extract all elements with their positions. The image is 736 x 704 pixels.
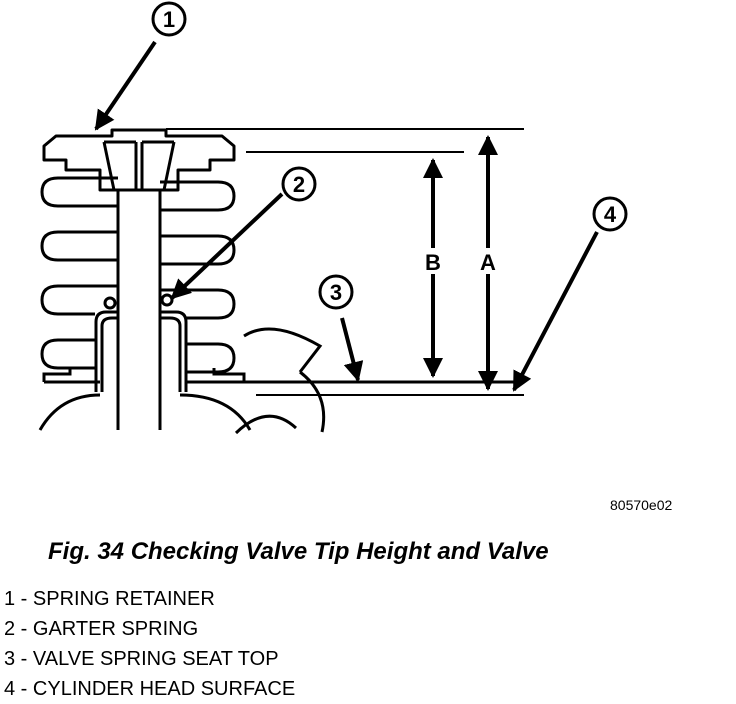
legend-item: 1 - SPRING RETAINER xyxy=(4,588,215,610)
cylinder-head-arcs xyxy=(38,370,326,435)
callout-2-number: 2 xyxy=(293,172,305,197)
legend-item-text: SPRING RETAINER xyxy=(32,588,215,610)
callout-2: 2 xyxy=(281,166,317,202)
figure-caption: Fig. 34 Checking Valve Tip Height and Va… xyxy=(48,538,549,565)
callout-4: 4 xyxy=(592,196,628,232)
legend-item-text: VALVE SPRING SEAT TOP xyxy=(32,648,279,670)
valve-spring xyxy=(40,176,236,374)
spring-retainer xyxy=(42,128,236,192)
reference-lines xyxy=(166,128,524,396)
valve-diagram: B A 1 2 3 4 xyxy=(38,1,628,435)
valve-seal xyxy=(94,293,188,392)
callout-3: 3 xyxy=(318,274,354,310)
legend-item-number: 4 xyxy=(4,678,16,700)
callout-1: 1 xyxy=(151,1,187,37)
legend-item: 2 - GARTER SPRING xyxy=(4,618,199,640)
dimension-label-a: A xyxy=(480,250,496,275)
legend-item-number: 2 xyxy=(4,618,16,640)
callout-4-number: 4 xyxy=(604,202,617,227)
legend-item-text: CYLINDER HEAD SURFACE xyxy=(32,678,296,700)
legend-item-text: GARTER SPRING xyxy=(32,618,199,640)
valve-stem xyxy=(116,190,162,430)
callout-leaders xyxy=(94,40,599,392)
spring-seat xyxy=(42,327,524,384)
legend-item: 3 - VALVE SPRING SEAT TOP xyxy=(4,648,279,670)
figure-reference-code: 80570e02 xyxy=(610,497,673,513)
legend-item: 4 - CYLINDER HEAD SURFACE xyxy=(4,678,296,700)
legend-list: 1 - SPRING RETAINER 2 - GARTER SPRING 3 … xyxy=(4,584,295,704)
callout-1-number: 1 xyxy=(163,7,175,32)
callout-3-number: 3 xyxy=(330,280,342,305)
legend-item-number: 3 xyxy=(4,648,16,670)
dimension-label-b: B xyxy=(425,250,441,275)
legend-item-number: 1 xyxy=(4,588,16,610)
